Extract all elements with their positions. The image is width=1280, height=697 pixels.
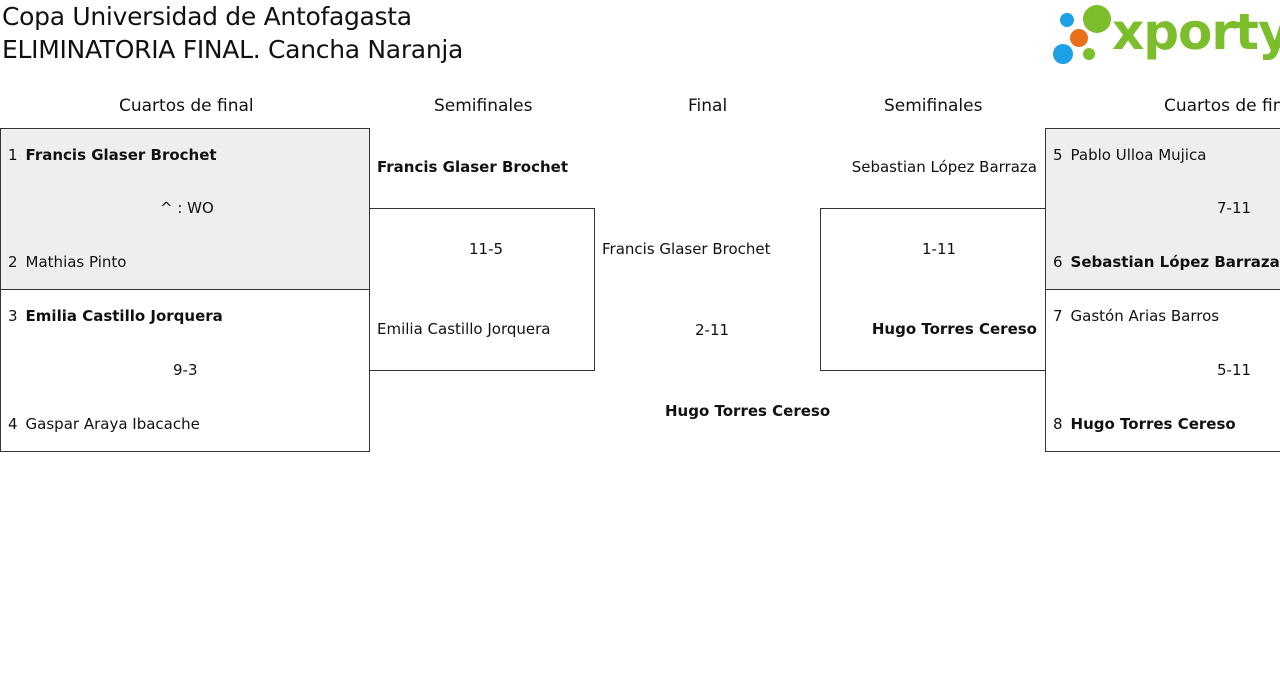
qf1-top-player[interactable]: 1 Francis Glaser Brochet [8,146,217,164]
qf4-score: 5-11 [1217,361,1252,379]
qf3-top-player[interactable]: 5 Pablo Ulloa Mujica [1053,146,1206,164]
player-name: Sebastian López Barraza [1070,253,1280,271]
qf2-top-player[interactable]: 3 Emilia Castillo Jorquera [8,307,223,325]
seed-number: 6 [1053,253,1063,271]
sf-right-bottom-player[interactable]: Hugo Torres Cereso [871,320,1037,338]
player-name: Francis Glaser Brochet [25,146,217,164]
bracket-subtitle: ELIMINATORIA FINAL. Cancha Naranja [2,35,464,64]
logo-green-dot-icon [1083,5,1111,33]
sf-left-score: 11-5 [469,240,504,258]
match-box-qf3[interactable] [1045,128,1280,290]
logo-wordmark: xporty [1112,3,1280,61]
player-name: Pablo Ulloa Mujica [1070,146,1207,164]
player-name: Gastón Arias Barros [1070,307,1220,325]
final-winner[interactable]: Hugo Torres Cereso [665,402,831,420]
round-heading-right-semis: Semifinales [884,96,983,116]
round-heading-left-quarters: Cuartos de final [119,96,254,116]
qf1-score: ^ : WO [160,199,214,217]
match-box-qf4[interactable] [1045,289,1280,452]
seed-number: 2 [8,253,18,271]
match-box-sf-right[interactable] [820,208,1046,371]
round-heading-left-semis: Semifinales [434,96,533,116]
match-box-sf-left[interactable] [369,208,595,371]
qf2-score: 9-3 [173,361,198,379]
final-score: 2-11 [695,321,730,339]
seed-number: 3 [8,307,18,325]
player-name: Emilia Castillo Jorquera [25,307,223,325]
qf2-bottom-player[interactable]: 4 Gaspar Araya Ibacache [8,415,200,433]
seed-number: 1 [8,146,18,164]
sf-right-score: 1-11 [922,240,957,258]
sf-left-bottom-player[interactable]: Emilia Castillo Jorquera [377,320,551,338]
qf4-top-player[interactable]: 7 Gastón Arias Barros [1053,307,1219,325]
round-heading-right-quarters: Cuartos de final [1164,96,1280,116]
tournament-title: Copa Universidad de Antofagasta [2,2,412,31]
player-name: Mathias Pinto [25,253,127,271]
logo-orange-dot-icon [1070,29,1088,47]
final-top-player[interactable]: Francis Glaser Brochet [602,240,771,258]
qf3-bottom-player[interactable]: 6 Sebastian López Barraza [1053,253,1280,271]
seed-number: 4 [8,415,18,433]
seed-number: 5 [1053,146,1063,164]
seed-number: 7 [1053,307,1063,325]
match-box-qf1[interactable] [0,128,370,290]
xporty-logo[interactable]: xporty [1050,2,1280,68]
qf4-bottom-player[interactable]: 8 Hugo Torres Cereso [1053,415,1236,433]
logo-blue-dot-icon [1060,13,1074,27]
seed-number: 8 [1053,415,1063,433]
qf1-bottom-player[interactable]: 2 Mathias Pinto [8,253,126,271]
logo-green-dot-icon-2 [1083,48,1095,60]
sf-left-top-player[interactable]: Francis Glaser Brochet [377,158,569,176]
round-heading-final: Final [688,96,728,116]
player-name: Hugo Torres Cereso [1070,415,1236,433]
qf3-score: 7-11 [1217,199,1252,217]
logo-blue-dot-icon-2 [1053,44,1073,64]
player-name: Gaspar Araya Ibacache [25,415,200,433]
sf-right-top-player[interactable]: Sebastian López Barraza [851,158,1037,176]
